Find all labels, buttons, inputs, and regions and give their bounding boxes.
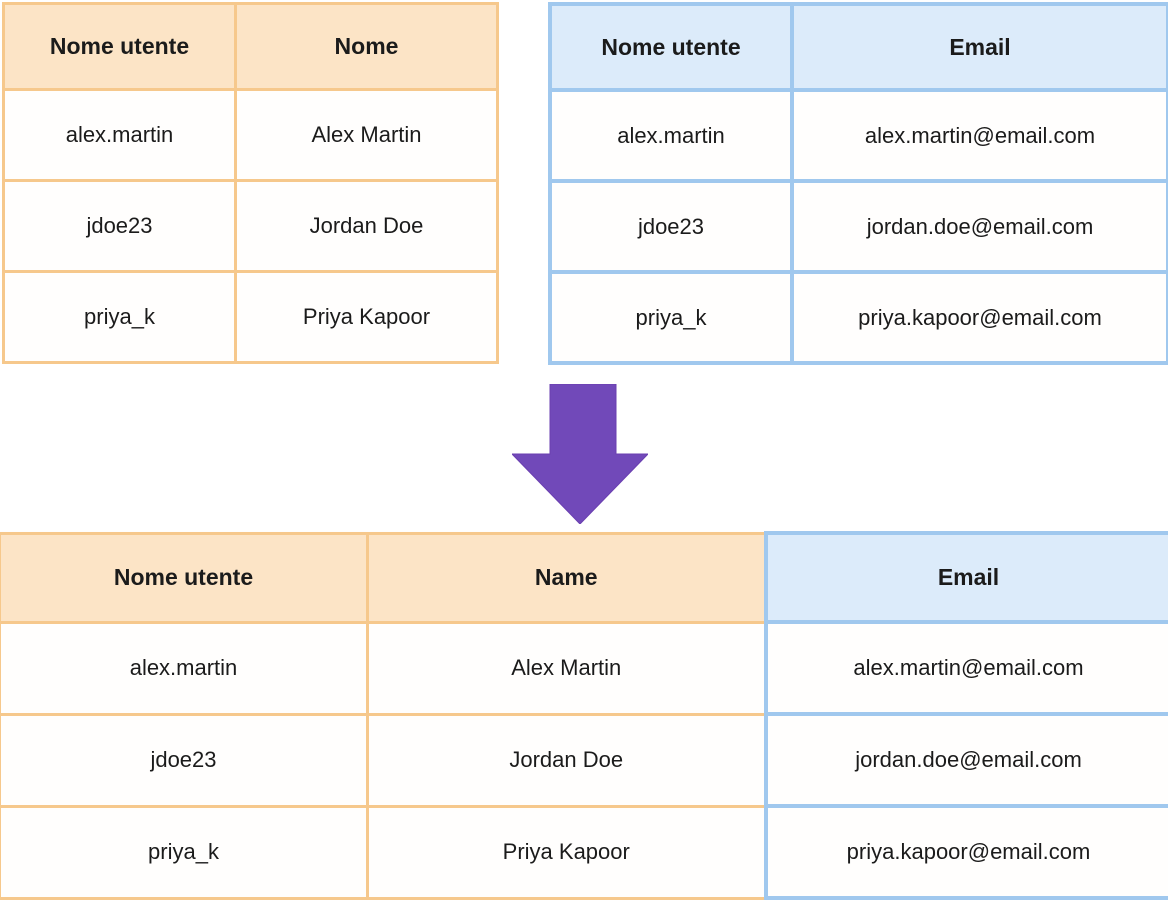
cell-username: jdoe23 [548, 179, 794, 274]
table-merged-result: Nome utente Name Email alex.martin Alex … [0, 531, 1168, 900]
table-username-email: Nome utente Email alex.martin alex.marti… [548, 2, 1168, 365]
cell-email: priya.kapoor@email.com [790, 270, 1168, 365]
cell-email: priya.kapoor@email.com [763, 804, 1168, 900]
cell-name: Jordan Doe [366, 712, 767, 808]
table-row: jdoe23 Jordan Doe jordan.doe@email.com [0, 712, 1168, 808]
column-header-email: Email [763, 531, 1168, 624]
table-row: alex.martin alex.martin@email.com [548, 88, 1168, 183]
column-header-name: Nome [234, 2, 499, 91]
cell-username: alex.martin [548, 88, 794, 183]
column-header-email: Email [790, 2, 1168, 92]
table-username-name: Nome utente Nome alex.martin Alex Martin… [2, 2, 499, 364]
cell-username: jdoe23 [0, 712, 369, 808]
table-row: priya_k Priya Kapoor [2, 270, 499, 364]
column-header-username: Nome utente [548, 2, 794, 92]
table-row: priya_k priya.kapoor@email.com [548, 270, 1168, 365]
column-header-username: Nome utente [2, 2, 237, 91]
cell-name: Jordan Doe [234, 179, 499, 273]
cell-username: priya_k [548, 270, 794, 365]
down-arrow-icon [512, 384, 648, 524]
cell-name: Alex Martin [366, 620, 767, 716]
table-row: alex.martin Alex Martin [2, 88, 499, 182]
cell-email: jordan.doe@email.com [763, 712, 1168, 808]
table-row: jdoe23 jordan.doe@email.com [548, 179, 1168, 274]
cell-email: alex.martin@email.com [763, 620, 1168, 716]
table-row: priya_k Priya Kapoor priya.kapoor@email.… [0, 804, 1168, 900]
cell-name: Priya Kapoor [234, 270, 499, 364]
cell-username: priya_k [0, 804, 369, 900]
table-row: jdoe23 Jordan Doe [2, 179, 499, 273]
cell-username: priya_k [2, 270, 237, 364]
cell-email: alex.martin@email.com [790, 88, 1168, 183]
cell-username: alex.martin [2, 88, 237, 182]
cell-name: Alex Martin [234, 88, 499, 182]
cell-username: jdoe23 [2, 179, 237, 273]
column-header-username: Nome utente [0, 531, 369, 624]
column-header-name: Name [366, 531, 767, 624]
cell-email: jordan.doe@email.com [790, 179, 1168, 274]
cell-username: alex.martin [0, 620, 369, 716]
cell-name: Priya Kapoor [366, 804, 767, 900]
table-row: alex.martin Alex Martin alex.martin@emai… [0, 620, 1168, 716]
